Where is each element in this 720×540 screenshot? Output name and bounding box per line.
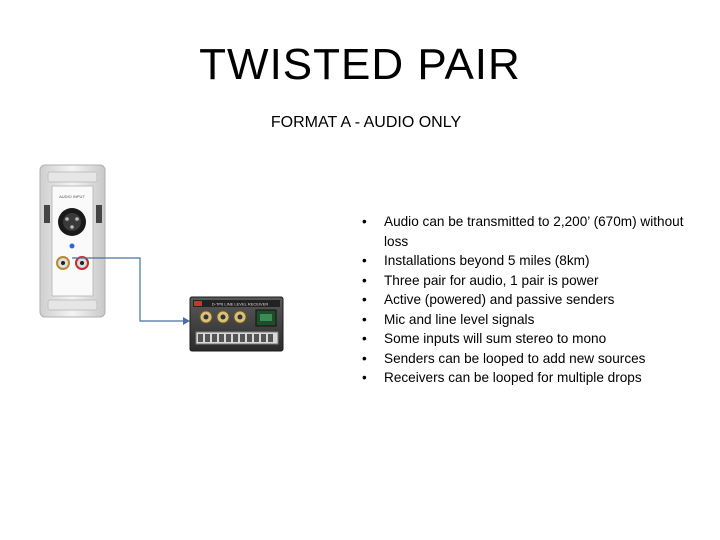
list-item: • Receivers can be looped for multiple dr… xyxy=(358,368,703,388)
bullet-icon: • xyxy=(362,331,367,346)
bullet-icon: • xyxy=(362,292,367,307)
bullet-text: Active (powered) and passive senders xyxy=(384,292,615,307)
list-item: • Audio can be transmitted to 2,200’ (670… xyxy=(358,212,703,251)
bullet-text: Receivers can be looped for multiple dro… xyxy=(384,370,642,385)
bullet-icon: • xyxy=(362,214,367,229)
list-item: • Mic and line level signals xyxy=(358,310,703,330)
bullet-text: Installations beyond 5 miles (8km) xyxy=(384,253,590,268)
list-item: • Three pair for audio, 1 pair is power xyxy=(358,271,703,291)
connection-line xyxy=(72,257,183,322)
bullet-icon: • xyxy=(362,272,367,288)
bullet-icon: • xyxy=(362,370,367,385)
bullet-text: Audio can be transmitted to 2,200’ (670m… xyxy=(384,214,684,249)
bullet-icon: • xyxy=(362,311,367,327)
list-item: • Active (powered) and passive senders xyxy=(358,290,703,310)
bullet-text: Three pair for audio, 1 pair is power xyxy=(384,272,599,288)
arrow-icon xyxy=(183,317,190,325)
list-item: • Some inputs will sum stereo to mono xyxy=(358,329,703,349)
feature-bullet-list: • Audio can be transmitted to 2,200’ (670… xyxy=(358,212,703,388)
list-item: • Senders can be looped to add new source… xyxy=(358,349,703,369)
line-level-receiver: D-TP6 LINE LEVEL RECEIVER xyxy=(189,296,284,352)
receiver-label: D-TP6 LINE LEVEL RECEIVER xyxy=(212,302,269,307)
bullet-text: Senders can be looped to add new sources xyxy=(384,350,646,366)
wall-plate-label: AUDIO INPUT xyxy=(59,194,85,199)
bullet-icon: • xyxy=(362,350,367,366)
slide-title: TWISTED PAIR xyxy=(199,40,521,89)
wall-plate: AUDIO INPUT xyxy=(39,164,106,318)
list-item: • Installations beyond 5 miles (8km) xyxy=(358,251,703,271)
bullet-text: Some inputs will sum stereo to mono xyxy=(384,331,607,346)
bullet-icon: • xyxy=(362,253,367,268)
slide-subtitle: FORMAT A - AUDIO ONLY xyxy=(270,114,462,131)
bullet-text: Mic and line level signals xyxy=(384,311,535,327)
